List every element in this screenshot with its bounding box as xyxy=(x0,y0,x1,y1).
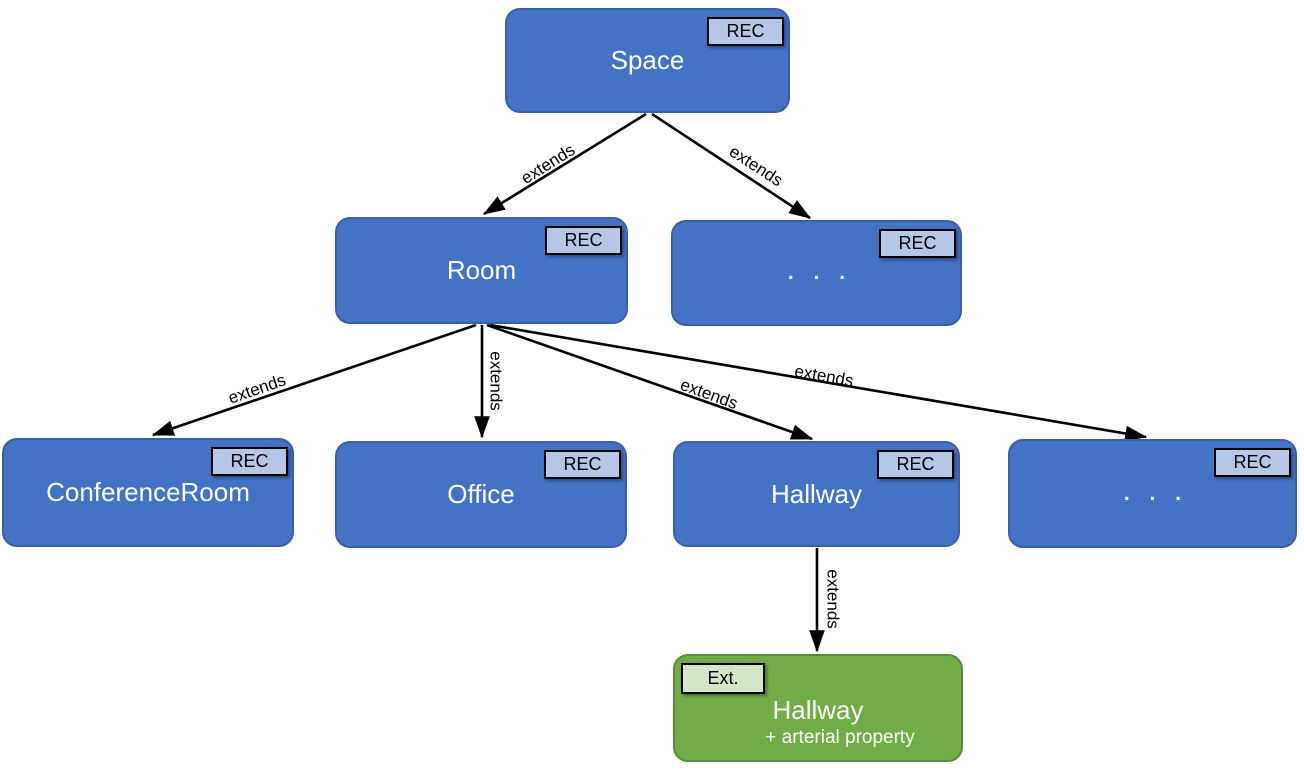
edge-room-conferenceroom-line xyxy=(151,323,477,437)
node-conference-room: REC ConferenceRoom xyxy=(2,438,294,547)
edge-room-hallway-label: extends xyxy=(678,375,740,413)
edge-space-room-line xyxy=(482,112,647,216)
rec-badge-conference-room: REC xyxy=(211,447,288,476)
node-sublabel-arterial-property: + arterial property xyxy=(765,727,915,749)
node-hallway-extension: Ext. Hallway + arterial property xyxy=(673,654,963,762)
node-label-office: Office xyxy=(447,479,515,509)
edge-space-more-line xyxy=(651,112,812,220)
rec-badge-room: REC xyxy=(545,226,622,255)
edge-room-hallway-line xyxy=(486,323,814,441)
rec-badge-space-ellipsis: REC xyxy=(879,229,956,258)
node-room: REC Room xyxy=(335,217,628,324)
node-label-space-ellipsis: . . . xyxy=(787,261,853,284)
edge-room-more-line xyxy=(489,323,1148,442)
edge-hallway-ext-label: extends xyxy=(824,569,843,629)
rec-badge-office: REC xyxy=(544,450,621,479)
node-space-ellipsis: REC . . . xyxy=(671,220,962,326)
node-label-hallway-extension: Hallway xyxy=(772,695,864,726)
rec-badge-hallway: REC xyxy=(877,450,954,479)
node-label-room-ellipsis: . . . xyxy=(1123,481,1189,505)
node-space: REC Space xyxy=(505,8,790,113)
edge-space-room-label: extends xyxy=(518,140,579,188)
edge-room-office-label: extends xyxy=(487,351,506,411)
rec-badge-room-ellipsis: REC xyxy=(1214,448,1291,477)
rec-badge-space: REC xyxy=(707,17,784,46)
node-hallway-extension-content: Hallway + arterial property xyxy=(675,686,961,760)
edge-room-conferenceroom-label: extends xyxy=(226,370,288,407)
node-office: REC Office xyxy=(335,441,627,548)
node-hallway: REC Hallway xyxy=(673,441,960,547)
node-label-conference-room: ConferenceRoom xyxy=(46,477,250,507)
node-label-space: Space xyxy=(610,45,685,75)
edge-room-more-label: extends xyxy=(793,361,855,390)
node-room-ellipsis: REC . . . xyxy=(1008,439,1297,548)
ext-badge-hallway-extension: Ext. xyxy=(681,663,765,694)
node-label-hallway: Hallway xyxy=(770,478,863,509)
node-label-room: Room xyxy=(446,255,517,285)
